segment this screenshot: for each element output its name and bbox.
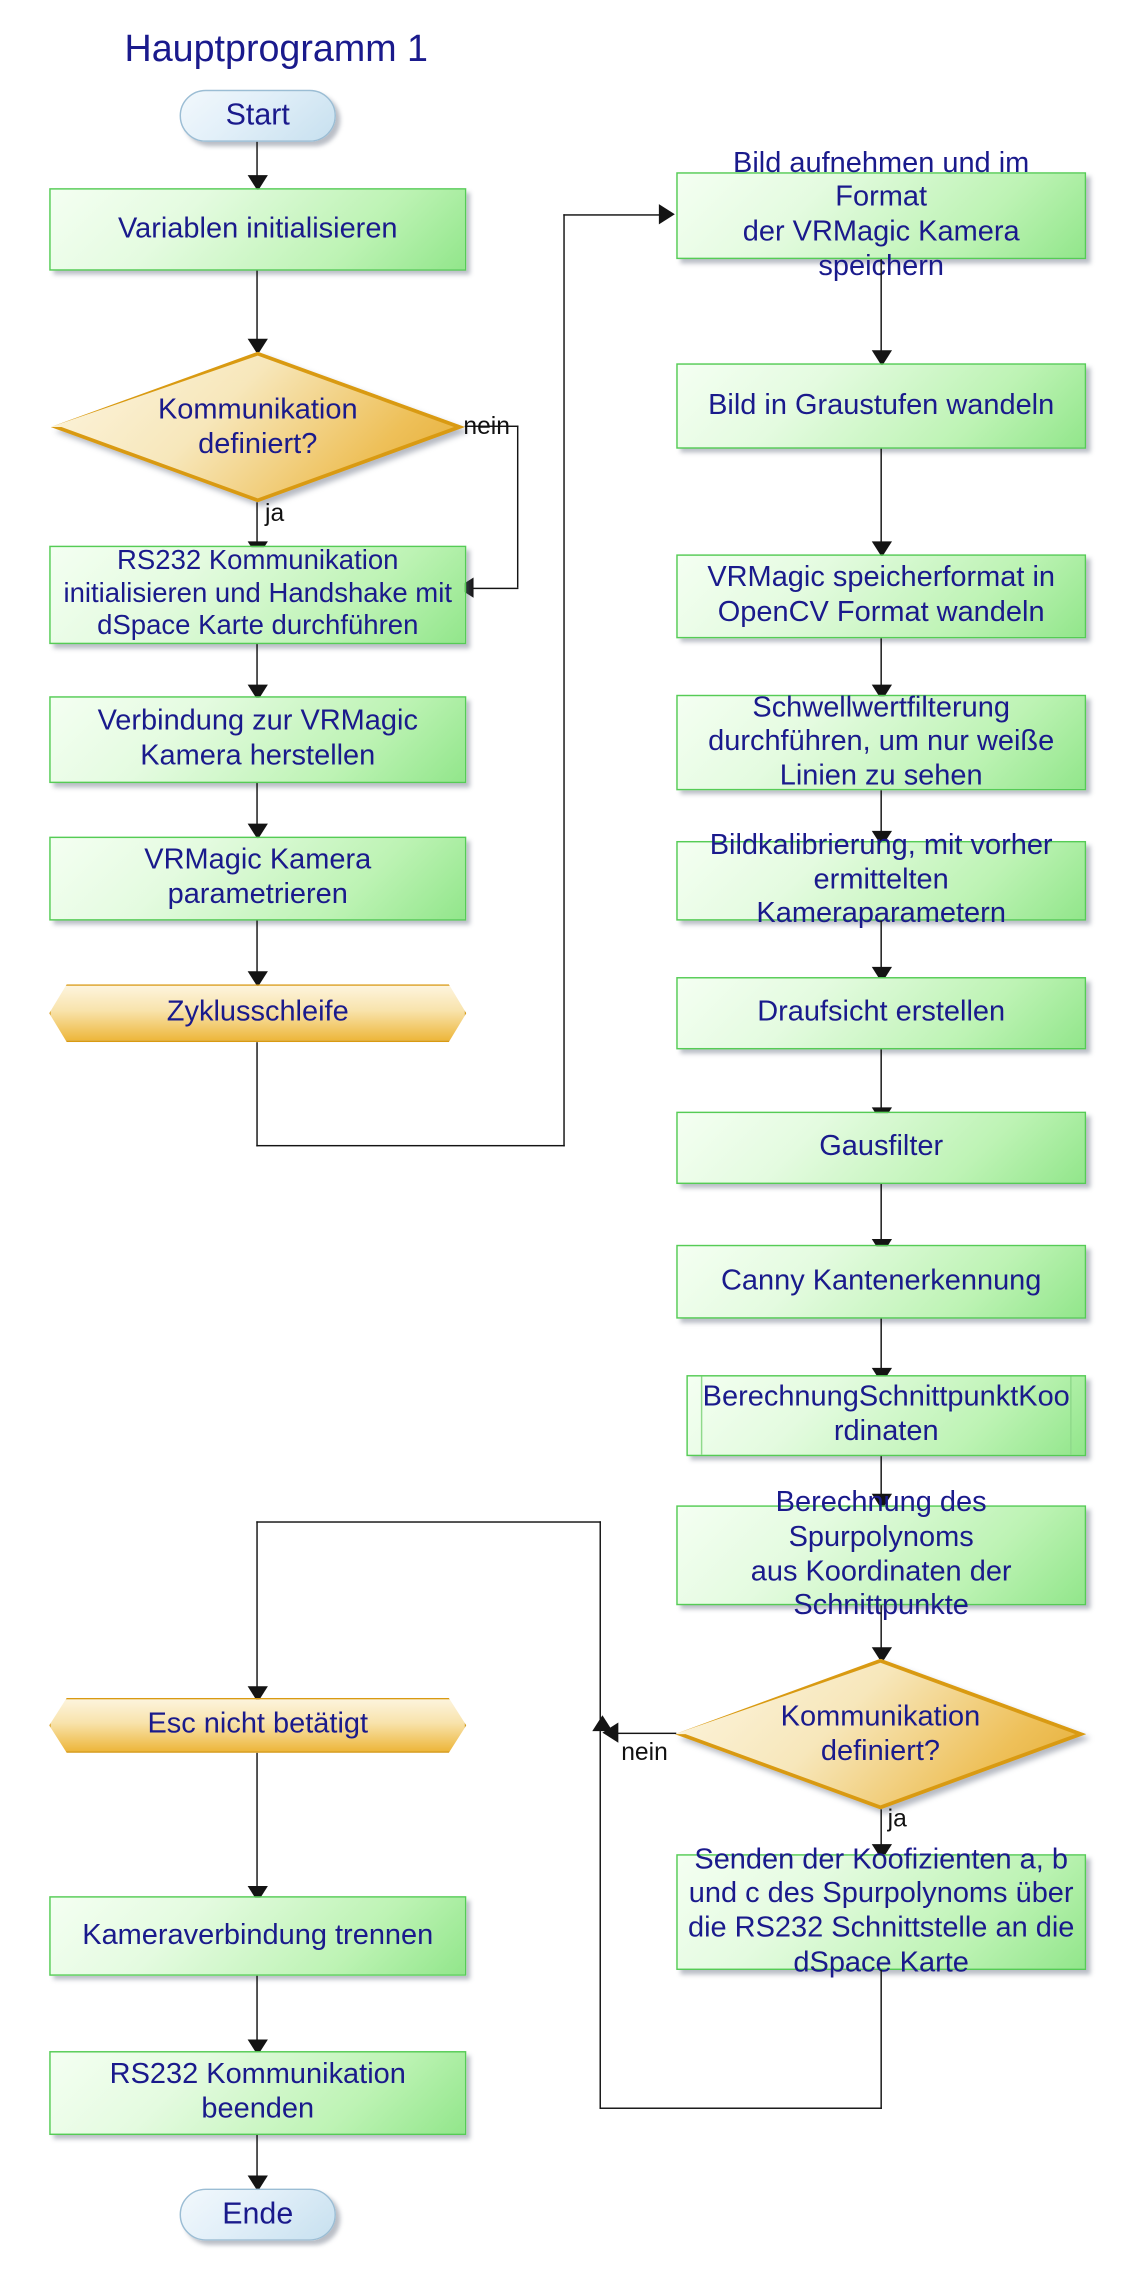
node-send-coefficients-label: Senden der Koofizienten a, b und c des S… bbox=[687, 1843, 1075, 1979]
node-decision-kommunikation-2[interactable]: Kommunikation definiert? bbox=[674, 1658, 1087, 1810]
edge-disconnect-to-rs232close bbox=[256, 1975, 258, 2046]
edge-param-to-loop bbox=[256, 920, 258, 978]
edge-decision1-no-return bbox=[467, 587, 519, 590]
arrowhead-down bbox=[871, 1647, 893, 1664]
node-capture-image[interactable]: Bild aufnehmen und im Format der VRMagic… bbox=[676, 147, 1087, 282]
edge-decision2-yes bbox=[880, 1809, 882, 1850]
edge-calib-to-topview bbox=[880, 920, 882, 973]
node-connect-camera-label: Verbindung zur VRMagic Kamera herstellen bbox=[97, 705, 418, 772]
edge-threshold-to-calib bbox=[880, 790, 882, 837]
edge-label-decision1-no: nein bbox=[463, 412, 510, 441]
node-rs232-init[interactable]: RS232 Kommunikation initialisieren und H… bbox=[49, 545, 467, 645]
node-end[interactable]: Ende bbox=[179, 2188, 336, 2241]
node-threshold-filter[interactable]: Schwellwertfilterung durchführen, um nur… bbox=[676, 691, 1087, 791]
arrowhead-down bbox=[247, 2175, 268, 2192]
node-disconnect-camera[interactable]: Kameraverbindung trennen bbox=[49, 1896, 467, 1976]
edge-connect-to-param bbox=[256, 783, 258, 830]
node-parametrize-camera-label: VRMagic Kamera parametrieren bbox=[144, 844, 372, 911]
node-rs232-close[interactable]: RS232 Kommunikation beenden bbox=[49, 2051, 467, 2136]
node-image-calibration[interactable]: Bildkalibrierung, mit vorher ermittelten… bbox=[676, 830, 1087, 930]
node-canny-edge[interactable]: Canny Kantenerkennung bbox=[676, 1244, 1087, 1319]
edge-loop-right bbox=[256, 1144, 565, 1147]
node-esc-not-pressed[interactable]: Esc nicht betätigt bbox=[49, 1697, 467, 1753]
node-init-vars-label: Variablen initialisieren bbox=[117, 212, 398, 245]
edge-init-to-decision1 bbox=[256, 270, 258, 345]
node-image-calibration-label: Bildkalibrierung, mit vorher ermittelten… bbox=[709, 829, 1053, 930]
node-threshold-filter-label: Schwellwertfilterung durchführen, um nur… bbox=[708, 691, 1055, 792]
node-start[interactable]: Start bbox=[179, 89, 336, 142]
edge-return-up bbox=[599, 1521, 601, 2109]
edge-label-decision1-yes: ja bbox=[265, 499, 285, 527]
edge-capture-to-gray bbox=[880, 259, 882, 357]
edge-loop-down bbox=[256, 1042, 258, 1147]
edge-loop-up bbox=[563, 214, 565, 1147]
edge-topview-to-gauss bbox=[880, 1049, 882, 1114]
node-connect-camera[interactable]: Verbindung zur VRMagic Kamera herstellen bbox=[49, 696, 467, 784]
node-init-vars[interactable]: Variablen initialisieren bbox=[49, 188, 467, 271]
node-gauss-filter[interactable]: Gausfilter bbox=[676, 1111, 1087, 1185]
node-grayscale[interactable]: Bild in Graustufen wandeln bbox=[676, 363, 1087, 449]
node-parametrize-camera[interactable]: VRMagic Kamera parametrieren bbox=[49, 836, 467, 921]
node-esc-not-pressed-label: Esc nicht betätigt bbox=[147, 1708, 369, 1741]
edge-rs232close-to-end bbox=[256, 2135, 258, 2182]
arrowhead-up bbox=[592, 1715, 613, 1732]
node-calc-intersections[interactable]: BerechnungSchnittpunktKoo rdinaten bbox=[686, 1375, 1087, 1457]
edge-send-down bbox=[880, 1970, 882, 2109]
node-format-convert-label: VRMagic speicherformat in OpenCV Format … bbox=[707, 562, 1056, 629]
edge-decision1-no-v bbox=[516, 425, 519, 588]
edge-decision1-no-h bbox=[464, 425, 519, 428]
node-disconnect-camera-label: Kameraverbindung trennen bbox=[82, 1918, 434, 1951]
node-calc-polynom[interactable]: Berechnung des Spurpolynoms aus Koordina… bbox=[676, 1487, 1087, 1621]
node-calc-intersections-label: BerechnungSchnittpunktKoo rdinaten bbox=[702, 1381, 1070, 1448]
edge-gauss-to-canny bbox=[880, 1184, 882, 1245]
arrowhead-down bbox=[247, 823, 268, 840]
edge-down-to-esc bbox=[256, 1521, 258, 1693]
arrowhead-right bbox=[658, 204, 675, 225]
arrowhead-down bbox=[871, 541, 893, 558]
node-zyklusschleife-label: Zyklusschleife bbox=[166, 996, 349, 1028]
node-decision-kommunikation-1[interactable]: Kommunikation definiert? bbox=[50, 351, 465, 503]
edge-format-to-threshold bbox=[880, 638, 882, 691]
edge-decision1-yes bbox=[256, 502, 258, 548]
node-canny-edge-label: Canny Kantenerkennung bbox=[720, 1264, 1042, 1297]
edge-intersections-to-polynom bbox=[880, 1456, 882, 1500]
edge-label-decision2-no: nein bbox=[621, 1738, 668, 1766]
node-decision-kommunikation-2-label: Kommunikation definiert? bbox=[780, 1700, 981, 1768]
node-format-convert[interactable]: VRMagic speicherformat in OpenCV Format … bbox=[676, 554, 1087, 639]
node-rs232-close-label: RS232 Kommunikation beenden bbox=[109, 2058, 406, 2125]
node-start-label: Start bbox=[225, 97, 290, 132]
node-grayscale-label: Bild in Graustufen wandeln bbox=[708, 388, 1055, 421]
node-rs232-init-label: RS232 Kommunikation initialisieren und H… bbox=[63, 546, 452, 642]
node-send-coefficients[interactable]: Senden der Koofizienten a, b und c des S… bbox=[676, 1844, 1087, 1978]
diagram-title: Hauptprogramm 1 bbox=[124, 26, 428, 70]
node-capture-image-label: Bild aufnehmen und im Format der VRMagic… bbox=[733, 147, 1030, 282]
edge-polynom-to-decision2 bbox=[880, 1605, 882, 1654]
node-top-view[interactable]: Draufsicht erstellen bbox=[676, 977, 1087, 1050]
node-end-label: Ende bbox=[222, 2196, 294, 2230]
arrowhead-down bbox=[247, 175, 268, 192]
node-top-view-label: Draufsicht erstellen bbox=[757, 996, 1006, 1028]
arrowhead-down bbox=[871, 350, 893, 367]
node-decision-kommunikation-1-label: Kommunikation definiert? bbox=[157, 393, 358, 461]
edge-canny-to-intersections bbox=[880, 1318, 882, 1374]
node-zyklusschleife[interactable]: Zyklusschleife bbox=[49, 984, 467, 1043]
edge-rs232-to-connect bbox=[256, 644, 258, 691]
arrowhead-down bbox=[247, 971, 268, 988]
edge-decision2-no-h bbox=[613, 1732, 677, 1735]
edge-start-to-init bbox=[256, 141, 258, 181]
edge-return-to-esc bbox=[256, 1521, 601, 1523]
edge-esc-to-disconnect bbox=[256, 1752, 258, 1892]
edge-loop-to-capture bbox=[563, 214, 668, 216]
edge-send-left bbox=[599, 2107, 882, 2109]
node-gauss-filter-label: Gausfilter bbox=[819, 1130, 944, 1163]
arrowhead-down bbox=[247, 338, 268, 355]
edge-gray-to-format bbox=[880, 448, 882, 548]
edge-label-decision2-yes: ja bbox=[887, 1804, 907, 1833]
node-calc-polynom-label: Berechnung des Spurpolynoms aus Koordina… bbox=[750, 1487, 1012, 1622]
